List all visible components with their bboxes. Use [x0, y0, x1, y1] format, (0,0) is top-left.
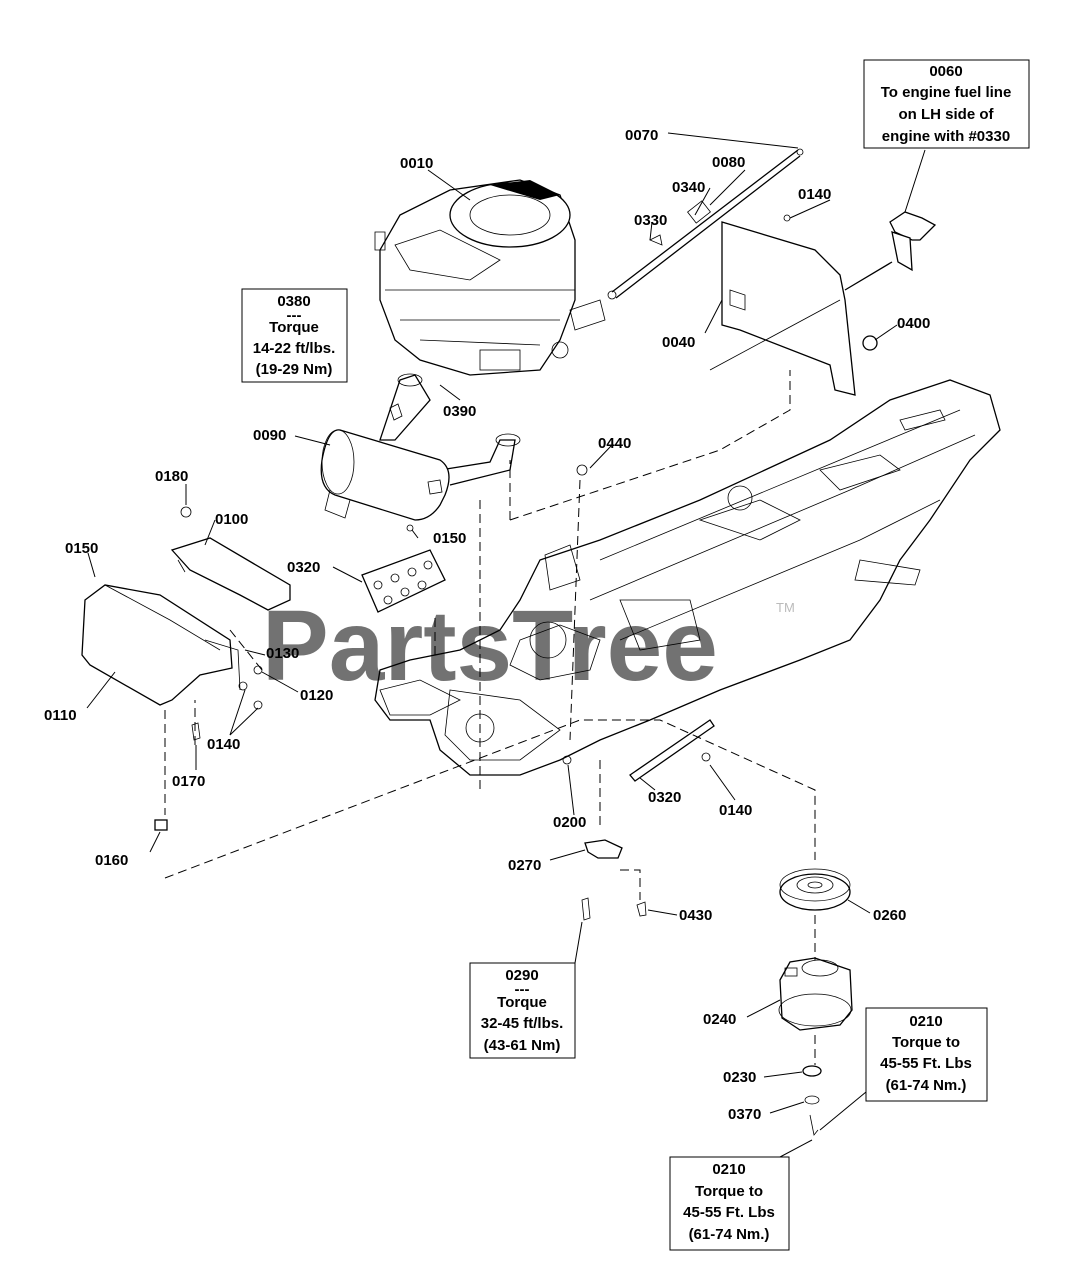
exhaust-pipes: [379, 373, 521, 486]
callout-0380-line1: 0380: [277, 293, 310, 310]
label-0140-bottom: 0140: [719, 802, 752, 819]
frame-chassis: [374, 379, 1001, 776]
label-0170: 0170: [172, 773, 205, 790]
label-0340: 0340: [672, 179, 705, 196]
callout-0060-line3: on LH side of: [899, 106, 995, 123]
label-0010: 0010: [400, 155, 433, 172]
callout-0060-line1: 0060: [929, 63, 962, 80]
label-0120: 0120: [300, 687, 333, 704]
callout-0210b-line1: 0210: [712, 1161, 745, 1178]
heat-shield-lower: [81, 584, 241, 706]
pulley: [779, 868, 851, 911]
watermark-tm: TM: [776, 600, 795, 615]
callout-0290-line3: Torque: [497, 994, 547, 1011]
label-0200: 0200: [553, 814, 586, 831]
callout-0380-line3: Torque: [269, 319, 319, 336]
muffler-bracket: [361, 549, 446, 613]
label-0080: 0080: [712, 154, 745, 171]
callout-0380-line4: 14-22 ft/lbs.: [253, 340, 336, 357]
label-0320-left: 0320: [287, 559, 320, 576]
label-0390: 0390: [443, 403, 476, 420]
callout-0380-line2: ---: [287, 307, 302, 324]
callout-0290: 0290 --- Torque 32-45 ft/lbs. (43-61 Nm): [469, 962, 576, 1059]
callout-0060: 0060 To engine fuel line on LH side of e…: [863, 59, 1030, 149]
label-0150-mid: 0150: [433, 530, 466, 547]
label-0430: 0430: [679, 907, 712, 924]
callout-0210-upper: 0210 Torque to 45-55 Ft. Lbs (61-74 Nm.): [865, 1007, 988, 1102]
callout-0290-line1: 0290: [505, 967, 538, 984]
label-0400: 0400: [897, 315, 930, 332]
callout-0380: 0380 --- Torque 14-22 ft/lbs. (19-29 Nm): [241, 288, 348, 383]
callout-0210a-line1: 0210: [909, 1013, 942, 1030]
part-labels: 0010 0040 0070 0080 0090 0100 0110 0120 …: [44, 127, 930, 1123]
label-0240: 0240: [703, 1011, 736, 1028]
engine: [374, 179, 606, 376]
leader-lines: [86, 132, 926, 1158]
callout-0210b-line4: (61-74 Nm.): [689, 1226, 770, 1243]
callout-0060-line4: engine with #0330: [882, 128, 1010, 145]
label-0130: 0130: [266, 645, 299, 662]
label-0160: 0160: [95, 852, 128, 869]
callout-0290-line5: (43-61 Nm): [484, 1037, 561, 1054]
callout-0210b-line3: 45-55 Ft. Lbs: [683, 1204, 775, 1221]
label-0070: 0070: [625, 127, 658, 144]
label-0150-left: 0150: [65, 540, 98, 557]
label-0260: 0260: [873, 907, 906, 924]
callout-0210-lower: 0210 Torque to 45-55 Ft. Lbs (61-74 Nm.): [669, 1156, 790, 1251]
label-0140-top: 0140: [798, 186, 831, 203]
label-0090: 0090: [253, 427, 286, 444]
heat-shield-upper: [170, 537, 291, 611]
electric-clutch: [778, 957, 853, 1031]
muffler: [320, 429, 450, 521]
callout-0060-line2: To engine fuel line: [881, 84, 1012, 101]
label-0110: 0110: [44, 707, 77, 724]
callout-0210b-line2: Torque to: [695, 1183, 763, 1200]
label-0320-right: 0320: [648, 789, 681, 806]
callout-0290-line2: ---: [515, 981, 530, 998]
label-0230: 0230: [723, 1069, 756, 1086]
callout-0210a-line4: (61-74 Nm.): [886, 1077, 967, 1094]
callout-0380-line5: (19-29 Nm): [256, 361, 333, 378]
assembly-lines: [164, 370, 816, 1065]
label-0440: 0440: [598, 435, 631, 452]
label-0330: 0330: [634, 212, 667, 229]
label-0370: 0370: [728, 1106, 761, 1123]
fuel-valve: [844, 211, 937, 291]
label-0270: 0270: [508, 857, 541, 874]
label-0140-left: 0140: [207, 736, 240, 753]
watermark-text: PartsTree: [262, 590, 718, 702]
shield-plate: [709, 221, 856, 396]
callout-0210a-line2: Torque to: [892, 1034, 960, 1051]
label-0040: 0040: [662, 334, 695, 351]
label-0100: 0100: [215, 511, 248, 528]
callout-0290-line4: 32-45 ft/lbs.: [481, 1015, 564, 1032]
label-0180: 0180: [155, 468, 188, 485]
fuel-line: [607, 148, 804, 300]
callout-0210a-line3: 45-55 Ft. Lbs: [880, 1055, 972, 1072]
